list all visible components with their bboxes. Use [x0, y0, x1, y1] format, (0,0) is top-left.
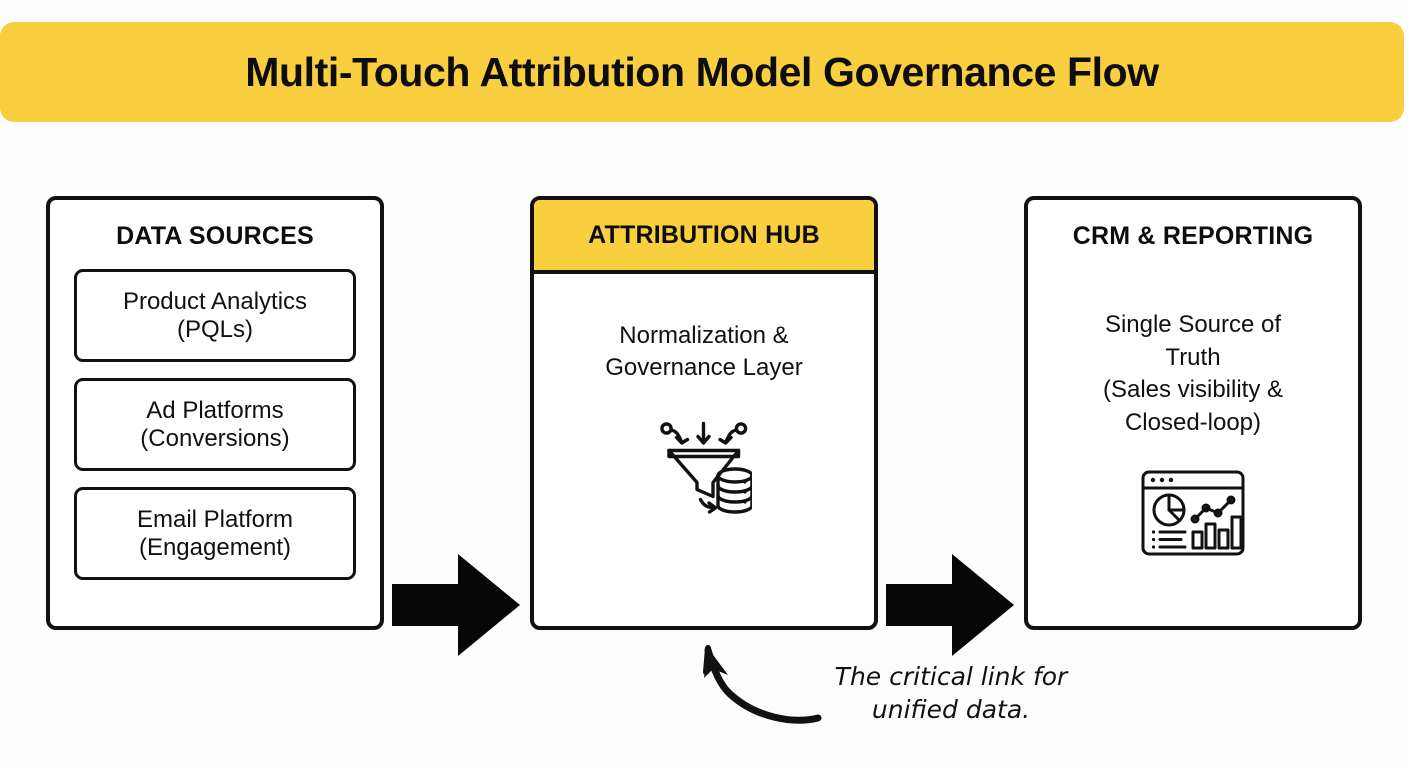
- crm-caption: Single Source of Truth (Sales visibility…: [1103, 309, 1283, 440]
- funnel-database-icon: [656, 419, 754, 520]
- panel-heading-crm-reporting: CRM & REPORTING: [1072, 222, 1314, 250]
- hub-caption: Normalization & Governance Layer: [605, 320, 802, 385]
- page-title-banner: Multi-Touch Attribution Model Governance…: [0, 22, 1404, 122]
- crm-caption-line4: Closed-loop): [1124, 408, 1262, 436]
- panel-heading-attribution-hub: ATTRIBUTION HUB: [588, 220, 820, 249]
- panel-body-attribution-hub: Normalization & Governance Layer: [534, 274, 874, 626]
- source-label-line1: Product Analytics: [122, 287, 308, 315]
- crm-caption-line1: Single Source of: [1104, 311, 1282, 338]
- panel-attribution-hub: ATTRIBUTION HUB Normalization & Governan…: [530, 196, 878, 630]
- source-box-email-platform: Email Platform (Engagement): [74, 487, 356, 580]
- annotation-text: The critical link for unified data.: [806, 660, 1096, 726]
- annotation-critical-link: The critical link for unified data.: [694, 638, 1094, 750]
- hub-caption-line2: Governance Layer: [605, 354, 803, 382]
- source-label-line2: (Engagement): [138, 533, 292, 561]
- source-box-product-analytics: Product Analytics (PQLs): [74, 269, 356, 362]
- source-label-line2: (Conversions): [140, 424, 290, 452]
- dashboard-analytics-icon: [1141, 470, 1245, 561]
- panel-data-sources: DATA SOURCES Product Analytics (PQLs) Ad…: [46, 196, 384, 630]
- crm-caption-line3: (Sales visibility &: [1102, 376, 1284, 404]
- annotation-line1: The critical link for: [834, 662, 1068, 691]
- panel-header-attribution-hub: ATTRIBUTION HUB: [534, 200, 874, 274]
- page-title: Multi-Touch Attribution Model Governance…: [245, 48, 1159, 95]
- panel-heading-data-sources: DATA SOURCES: [116, 222, 314, 250]
- source-box-ad-platforms: Ad Platforms (Conversions): [74, 378, 356, 471]
- source-label-line1: Ad Platforms: [146, 396, 284, 424]
- crm-caption-line2: Truth: [1165, 343, 1221, 371]
- arrow-sources-to-hub: [392, 554, 520, 661]
- hub-caption-line1: Normalization &: [619, 322, 789, 349]
- annotation-line2: unified data.: [871, 695, 1031, 724]
- arrow-hub-to-crm: [886, 554, 1014, 661]
- panel-crm-reporting: CRM & REPORTING Single Source of Truth (…: [1024, 196, 1362, 630]
- curved-arrow-up-left-icon: [694, 638, 824, 735]
- flow-diagram: DATA SOURCES Product Analytics (PQLs) Ad…: [0, 196, 1408, 656]
- source-label-line2: (PQLs): [176, 315, 253, 343]
- source-label-line1: Email Platform: [136, 505, 294, 533]
